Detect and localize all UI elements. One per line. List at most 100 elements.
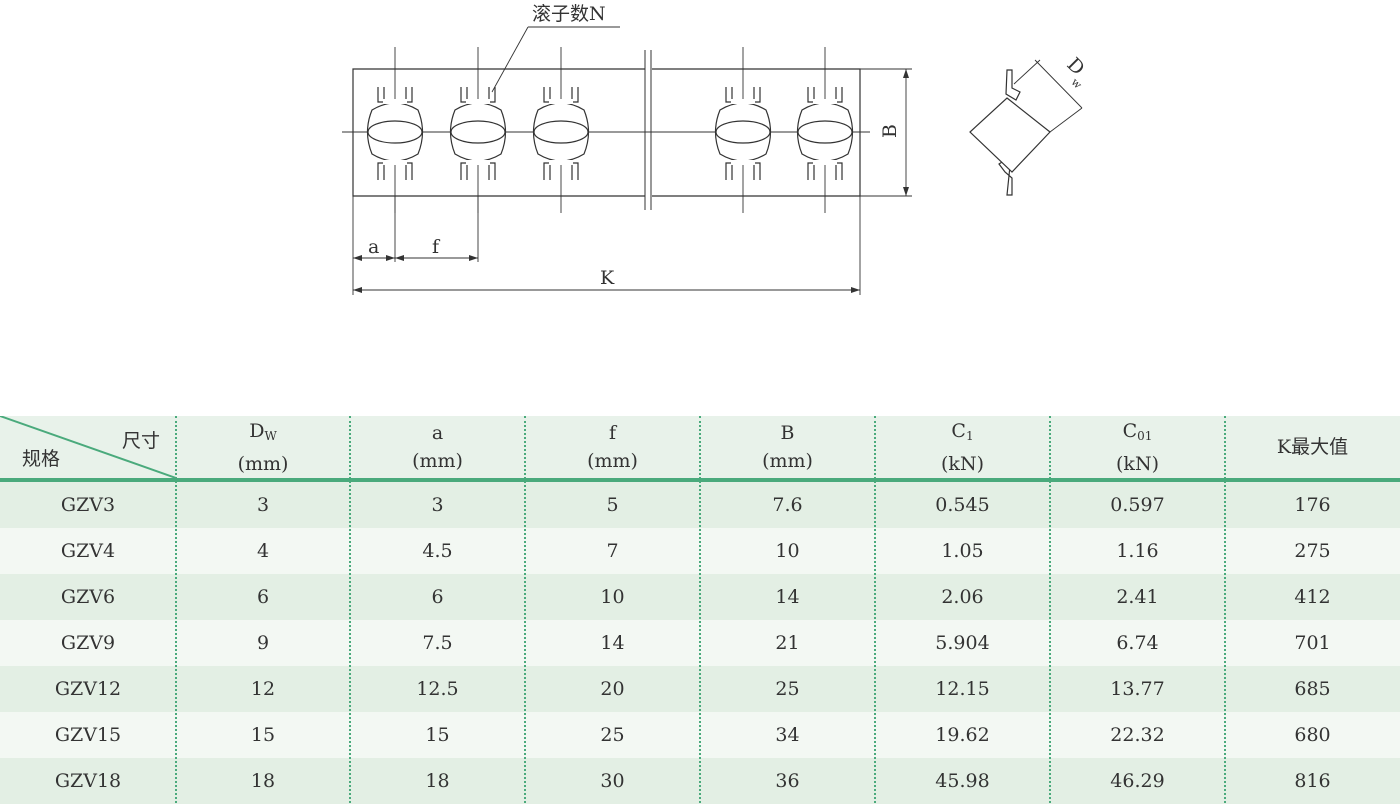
roller: [366, 47, 424, 213]
column-header-unit: (kN): [941, 452, 984, 475]
value-cell: 680: [1294, 724, 1331, 746]
roller: [449, 47, 507, 213]
column-divider: [175, 416, 177, 803]
value-cell: 2.06: [941, 586, 984, 608]
value-cell: 10: [775, 540, 800, 562]
column-header-subscript: W: [264, 428, 277, 443]
value-cell: 21: [775, 632, 800, 654]
side-view: [969, 59, 1083, 196]
value-cell: 25: [775, 678, 800, 700]
column-header: C01(kN): [1050, 416, 1225, 478]
value-cell: 14: [600, 632, 625, 654]
value-cell: 0.597: [1110, 494, 1165, 516]
value-cell: 20: [600, 678, 625, 700]
roller-count-label: 滚子数N: [532, 3, 606, 25]
value-cell: 176: [1294, 494, 1331, 516]
value-cell: 15: [250, 724, 276, 746]
value-cell: 2.41: [1116, 586, 1159, 608]
dim-B-label: B: [879, 124, 901, 138]
value-cell: 816: [1294, 770, 1331, 792]
dim-f-label: f: [432, 236, 441, 258]
column-header-label: DW: [249, 417, 277, 450]
column-header-label: K最大值: [1277, 433, 1348, 461]
value-cell: 10: [600, 586, 625, 608]
spec-cell: GZV3: [60, 494, 116, 516]
column-divider: [1049, 416, 1051, 803]
column-header-symbol: K最大值: [1276, 436, 1349, 458]
column-header-symbol: f: [608, 422, 617, 444]
value-cell: 34: [775, 724, 800, 746]
column-header: DW(mm): [176, 416, 350, 478]
column-header: C1(kN): [875, 416, 1050, 478]
value-cell: 3: [256, 494, 270, 516]
corner-diagonal: [0, 416, 176, 478]
column-header: B (mm): [700, 416, 875, 478]
corner-label-dimension: 尺寸: [122, 430, 161, 452]
column-divider: [349, 416, 351, 803]
value-cell: 19.62: [935, 724, 990, 746]
column-header-unit: (mm): [762, 450, 813, 472]
value-cell: 6: [256, 586, 270, 608]
column-header: f (mm): [525, 416, 700, 478]
value-cell: 1.16: [1116, 540, 1159, 562]
column-divider: [699, 416, 701, 803]
value-cell: 36: [775, 770, 800, 792]
value-cell: 25: [600, 724, 625, 746]
roller-group: [366, 47, 854, 213]
dim-K-label: K: [600, 267, 615, 289]
column-header-subscript: 01: [1137, 428, 1153, 443]
value-cell: 12.5: [416, 678, 459, 700]
column-header: a (mm): [350, 416, 525, 478]
spec-cell: GZV4: [60, 540, 116, 562]
spec-cell: GZV6: [60, 586, 116, 608]
column-header-label: B: [781, 419, 795, 447]
dim-Dw-sub-label: w: [1068, 76, 1084, 92]
value-cell: 6.74: [1116, 632, 1159, 654]
roller: [796, 47, 854, 213]
column-header-symbol: D: [249, 419, 265, 442]
value-cell: 18: [250, 770, 276, 792]
column-header-symbol: a: [431, 422, 444, 444]
dim-Dw-label: D: [1062, 53, 1088, 79]
column-divider: [1224, 416, 1226, 803]
dim-a-label: a: [368, 236, 379, 258]
spec-cell: GZV15: [54, 724, 122, 746]
value-cell: 7.5: [422, 632, 453, 654]
value-cell: 30: [600, 770, 625, 792]
spec-cell: GZV18: [54, 770, 122, 792]
value-cell: 6: [431, 586, 444, 608]
value-cell: 1.05: [941, 540, 984, 562]
value-cell: 9: [256, 632, 270, 654]
value-cell: 12: [250, 678, 276, 700]
column-header-label: a: [432, 419, 443, 447]
column-header-unit: (kN): [1116, 452, 1159, 475]
value-cell: 22.32: [1110, 724, 1165, 746]
value-cell: 275: [1294, 540, 1331, 562]
value-cell: 45.98: [935, 770, 990, 792]
column-header-symbol: C: [1122, 419, 1138, 442]
value-cell: 15: [425, 724, 450, 746]
spec-cell: GZV9: [60, 632, 116, 654]
column-header-unit: (mm): [587, 450, 638, 472]
corner-label-spec: 规格: [22, 448, 61, 470]
value-cell: 12.15: [935, 678, 990, 700]
roller-cage-drawing: 滚子数N a f K B D w: [342, 3, 1089, 295]
value-cell: 13.77: [1110, 678, 1165, 700]
column-header-unit: (mm): [237, 452, 289, 475]
value-cell: 7.6: [772, 494, 803, 516]
value-cell: 3: [431, 494, 444, 516]
column-header: K最大值: [1225, 416, 1400, 478]
column-header-label: C1: [951, 417, 973, 450]
value-cell: 0.545: [935, 494, 990, 516]
value-cell: 18: [425, 770, 450, 792]
value-cell: 7: [606, 540, 619, 562]
value-cell: 412: [1294, 586, 1331, 608]
spec-cell: GZV12: [54, 678, 122, 700]
column-header-symbol: B: [780, 422, 795, 444]
column-header-unit: (mm): [412, 450, 463, 472]
value-cell: 5.904: [935, 632, 990, 654]
value-cell: 14: [775, 586, 800, 608]
value-cell: 685: [1294, 678, 1331, 700]
column-header-label: C01: [1123, 417, 1153, 450]
value-cell: 46.29: [1110, 770, 1165, 792]
